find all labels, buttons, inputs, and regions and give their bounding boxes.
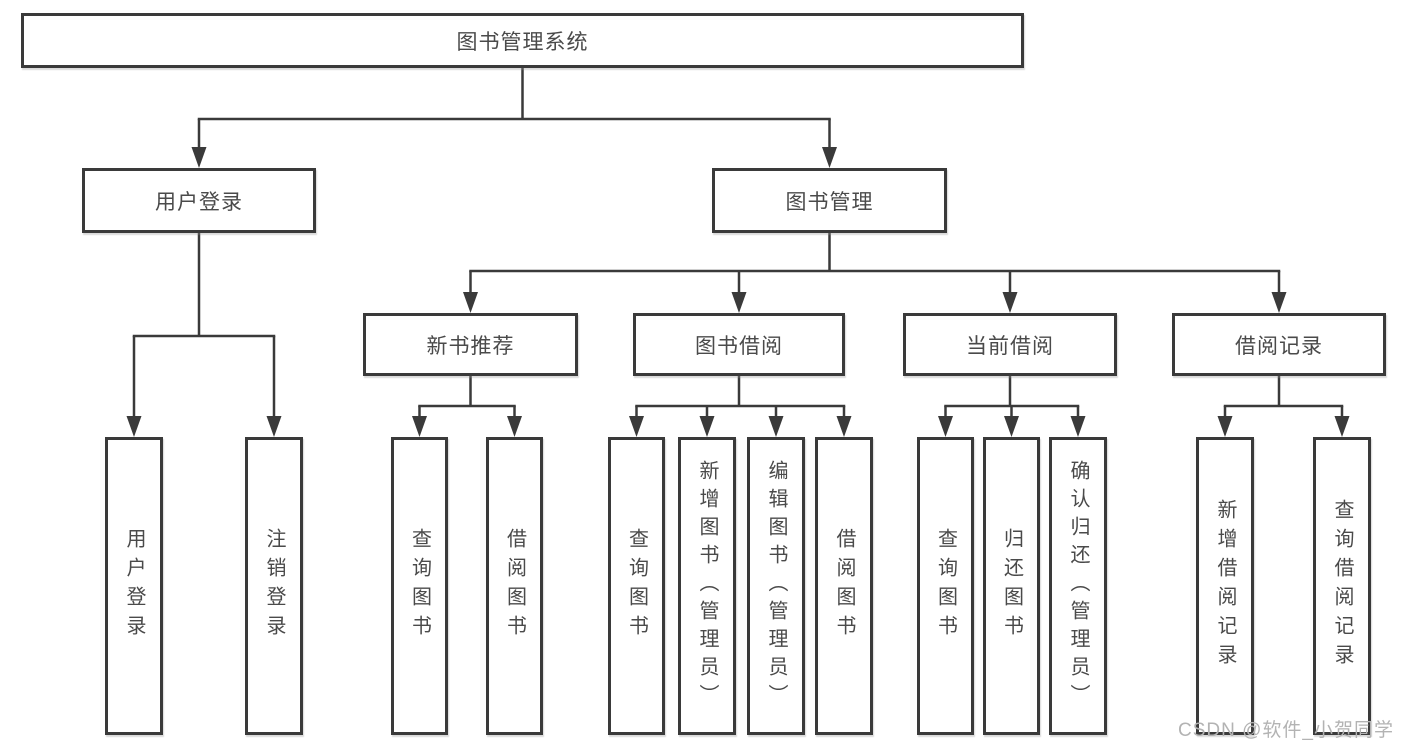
node-new-book-recommendation: 新书推荐 xyxy=(363,313,578,376)
leaf-label: 编辑图书（管理员） xyxy=(765,460,787,712)
leaf-logout: 注销登录 xyxy=(245,437,303,735)
leaf-label: 查询图书 xyxy=(625,528,648,644)
node-label: 图书借阅 xyxy=(695,334,783,358)
watermark: CSDN @软件_小贺同学 xyxy=(1178,720,1394,741)
leaf-label: 确认归还（管理员） xyxy=(1067,460,1089,712)
node-borrowing-records: 借阅记录 xyxy=(1172,313,1386,376)
node-label: 用户登录 xyxy=(155,190,243,214)
leaf-user-login: 用户登录 xyxy=(105,437,163,735)
node-current-borrowing: 当前借阅 xyxy=(903,313,1117,376)
node-label: 当前借阅 xyxy=(966,334,1054,358)
node-book-management: 图书管理 xyxy=(712,168,947,233)
leaf-label: 归还图书 xyxy=(1000,528,1023,644)
leaf-label: 用户登录 xyxy=(123,528,145,644)
leaf-label: 新增图书（管理员） xyxy=(696,460,718,712)
node-library-management-system: 图书管理系统 xyxy=(21,13,1024,68)
leaf-query-books: 查询图书 xyxy=(917,437,974,735)
node-label: 借阅记录 xyxy=(1235,334,1323,358)
leaf-label: 注销登录 xyxy=(263,528,285,644)
leaf-label: 新增借阅记录 xyxy=(1214,499,1236,673)
node-label: 新书推荐 xyxy=(426,334,515,358)
leaf-label: 查询图书 xyxy=(408,528,431,644)
node-label: 图书管理系统 xyxy=(456,30,589,54)
leaf-borrow-books: 借阅图书 xyxy=(815,437,873,735)
leaf-query-books: 查询图书 xyxy=(608,437,665,735)
leaf-add-borrow-record: 新增借阅记录 xyxy=(1196,437,1254,735)
leaf-edit-books-admin: 编辑图书（管理员） xyxy=(747,437,805,735)
node-book-borrowing: 图书借阅 xyxy=(633,313,845,376)
leaf-add-books-admin: 新增图书（管理员） xyxy=(678,437,736,735)
leaf-label: 借阅图书 xyxy=(833,528,855,644)
leaf-return-books: 归还图书 xyxy=(983,437,1040,735)
leaf-query-borrow-record: 查询借阅记录 xyxy=(1313,437,1371,735)
leaf-label: 查询借阅记录 xyxy=(1331,499,1353,673)
node-user-login: 用户登录 xyxy=(82,168,316,233)
leaf-label: 查询图书 xyxy=(934,528,957,644)
leaf-query-books: 查询图书 xyxy=(391,437,448,735)
leaf-borrow-books: 借阅图书 xyxy=(486,437,543,735)
leaf-confirm-return-admin: 确认归还（管理员） xyxy=(1049,437,1107,735)
node-label: 图书管理 xyxy=(785,190,874,214)
leaf-label: 借阅图书 xyxy=(503,528,526,644)
